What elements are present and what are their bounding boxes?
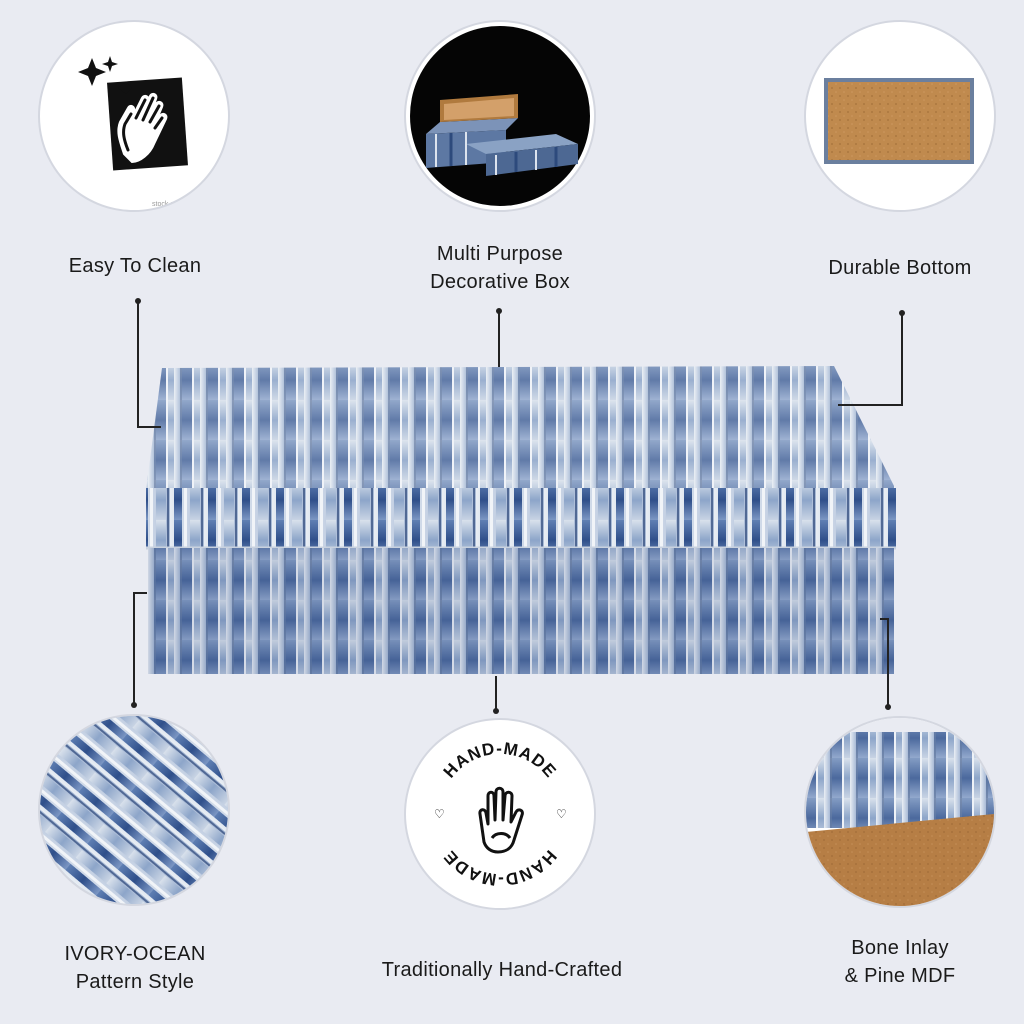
svg-text:HAND-MADE: HAND-MADE [440, 739, 561, 782]
connector-line [495, 676, 497, 710]
durable-bottom-badge [806, 22, 994, 210]
connector-line [137, 426, 161, 428]
durable-bottom-caption: Durable Bottom [828, 257, 972, 279]
pattern-style-caption: IVORY-OCEAN Pattern Style [20, 940, 250, 996]
pattern-style-badge [40, 716, 228, 904]
heart-icon: ♡ [556, 807, 567, 821]
multi-purpose-badge [406, 22, 594, 210]
materials-line-1: Bone Inlay [851, 937, 949, 959]
hand-made-badge: HAND-MADE HAND-MADE ♡ ♡ [406, 720, 594, 908]
connector-dot [131, 702, 137, 708]
pine-bottom-image [824, 78, 974, 164]
materials-badge [806, 718, 994, 906]
connector-dot [885, 704, 891, 710]
materials-caption: Bone Inlay & Pine MDF [790, 934, 1010, 990]
open-box-image [426, 94, 578, 176]
connector-line [133, 592, 135, 704]
connector-line [880, 618, 889, 620]
bone-and-pine-image [806, 718, 994, 906]
connector-line [133, 592, 147, 594]
connector-line [887, 618, 889, 706]
hand-crafted-caption: Traditionally Hand-Crafted [381, 959, 623, 981]
multi-purpose-line-1: Multi Purpose [436, 243, 564, 265]
connector-line [838, 404, 903, 406]
connector-line [137, 301, 139, 427]
heart-icon: ♡ [434, 807, 445, 821]
connector-dot [493, 708, 499, 714]
easy-clean-badge: stock.com - 120 [40, 22, 228, 210]
multi-purpose-line-2: Decorative Box [430, 271, 570, 293]
multi-purpose-caption: Multi Purpose Decorative Box [380, 240, 620, 296]
wipe-hand-icon: stock.com - 120 [78, 56, 202, 208]
pattern-style-line-2: Pattern Style [75, 971, 195, 993]
easy-clean-caption: Easy To Clean [68, 255, 202, 277]
pattern-style-line-1: IVORY-OCEAN [64, 943, 206, 965]
connector-line [901, 313, 903, 405]
materials-line-2: & Pine MDF [844, 965, 956, 987]
hand-made-stamp-top: HAND-MADE [440, 739, 560, 782]
open-hand-icon [478, 786, 524, 854]
pattern-closeup-image [40, 716, 228, 904]
connector-line [498, 311, 500, 367]
